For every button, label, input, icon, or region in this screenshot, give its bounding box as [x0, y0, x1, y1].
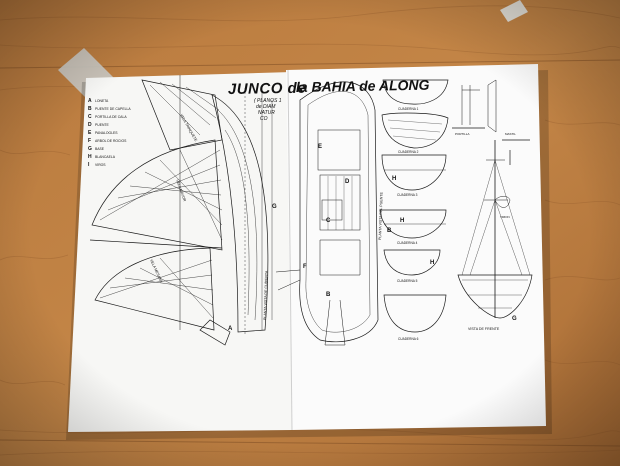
part-label: TIMON: [500, 215, 510, 219]
section-label: CUADERNA 3: [397, 193, 418, 197]
legend-key: A: [88, 98, 92, 104]
section-label: CUADERNA 4: [397, 241, 418, 245]
subtitle-line-4: CO: [260, 116, 268, 122]
section-letter: H: [400, 218, 404, 224]
legend-text: PUENTE: [95, 123, 109, 127]
legend-text: VIROS: [95, 163, 106, 167]
legend-text: PANALOGLES: [95, 131, 118, 135]
legend-text: PORTILLA DE CALA: [95, 115, 127, 119]
deck-letter: F: [303, 264, 307, 270]
plan-letter: G: [272, 204, 277, 210]
section-letter: H: [430, 260, 434, 266]
section-letter: B: [387, 228, 392, 234]
bahia-title: la BAHIA de ALONG: [296, 77, 430, 95]
deck-letter: D: [345, 179, 350, 185]
legend-text: ARBOL DE ROCIOS: [95, 139, 127, 143]
legend-text: PUENTE DE CAPELLA: [95, 107, 131, 111]
junco-title: JUNCO de: [228, 80, 306, 98]
section-letter: H: [392, 176, 396, 182]
section-label: CUADERNA 6: [398, 337, 419, 341]
paper-sheet-right: [286, 64, 546, 430]
legend-key: C: [88, 114, 92, 120]
deck-letter: B: [326, 292, 331, 298]
legend-text: BASE: [95, 147, 105, 151]
front-view-label: VISTA DE FRENTE: [468, 327, 500, 331]
legend-key: F: [88, 138, 91, 144]
section-label: CUADERNA 1: [398, 107, 419, 111]
deck-letter: C: [326, 218, 331, 224]
legend-text: BLANCAELA: [95, 155, 116, 159]
legend-key: B: [88, 106, 92, 112]
deck-letter: E: [318, 144, 322, 150]
part-label: PORTILLA: [455, 132, 469, 136]
legend-key: D: [88, 122, 92, 128]
section-label: CUADERNA 5: [397, 279, 418, 283]
part-label: MASTIL: [505, 132, 516, 136]
legend-text: LONETA: [95, 99, 109, 103]
plan-letter: A: [228, 326, 233, 332]
section-label: CUADERNA 2: [398, 150, 419, 154]
section-letter: G: [512, 316, 517, 322]
legend-key: G: [88, 146, 92, 152]
legend-key: H: [88, 154, 92, 160]
